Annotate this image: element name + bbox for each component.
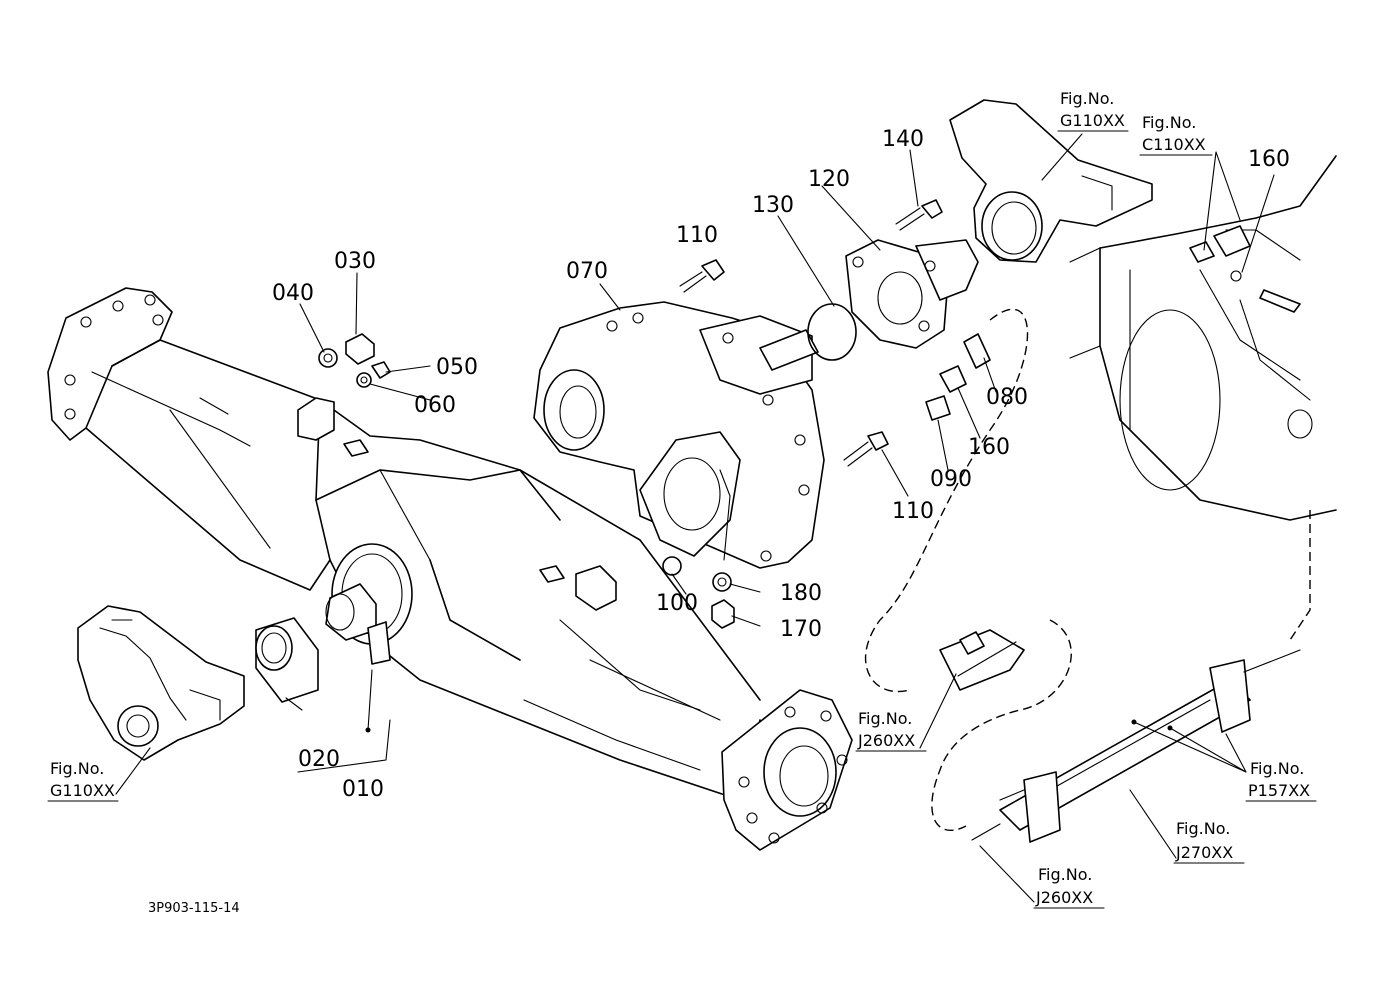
label-030: 030 [334,249,376,274]
bolt-110-bottom [843,431,889,467]
label-110-top: 110 [676,223,718,248]
fig-ref-j260-bottom: J260XX [1035,888,1093,907]
label-020: 020 [298,747,340,772]
fig-label-j260-bottom: Fig.No. [1038,865,1092,884]
bolt-140 [895,199,943,231]
label-160-mid: 160 [968,435,1010,460]
transmission-housing [1069,155,1337,521]
label-070: 070 [566,259,608,284]
hose-pipe-j270 [971,649,1301,843]
label-110-bottom: 110 [892,499,934,524]
label-050: 050 [436,355,478,380]
label-100: 100 [656,591,698,616]
fittings-100-180 [662,556,735,629]
figure-reference-labels: Fig.No. G110XX Fig.No. C110XX Fig.No. G1… [47,89,1317,909]
label-170: 170 [780,617,822,642]
axle-housing-010 [47,287,853,851]
label-080: 080 [986,385,1028,410]
fig-label-c110: Fig.No. [1142,113,1196,132]
drawing-code: 3P903-115-14 [148,901,240,916]
label-090: 090 [930,467,972,492]
fig-ref-g110-top: G110XX [1060,111,1125,130]
fittings-080-160 [925,333,991,421]
label-010: 010 [342,777,384,802]
fig-ref-g110-left: G110XX [50,781,115,800]
o-ring-130 [807,303,857,361]
part-number-labels: 030 040 050 060 070 110 130 120 140 080 … [272,127,1290,802]
fittings-030-060 [318,333,391,388]
carrier-case-070 [533,301,825,569]
bracket-g110-top [949,99,1153,263]
fig-ref-p157: P157XX [1248,781,1310,800]
label-060: 060 [414,393,456,418]
fig-ref-j260-mid: J260XX [857,731,915,750]
fig-label-j260-mid: Fig.No. [858,709,912,728]
label-180: 180 [780,581,822,606]
pipe-clamp-j260 [939,629,1025,691]
bushing-020 [255,617,319,703]
fig-ref-c110: C110XX [1142,135,1206,154]
label-140: 140 [882,127,924,152]
label-120: 120 [808,167,850,192]
fig-label-g110-left: Fig.No. [50,759,104,778]
label-130: 130 [752,193,794,218]
bracket-g110-left [77,605,245,761]
fig-ref-j270: J270XX [1175,843,1233,862]
hose-routing [864,308,1311,831]
label-160-top: 160 [1248,147,1290,172]
housing-120 [845,239,979,349]
fig-label-j270: Fig.No. [1176,819,1230,838]
leader-lines [115,133,1275,903]
label-040: 040 [272,281,314,306]
bolt-110-top [679,259,725,293]
fig-label-g110-top: Fig.No. [1060,89,1114,108]
fig-label-p157: Fig.No. [1250,759,1304,778]
